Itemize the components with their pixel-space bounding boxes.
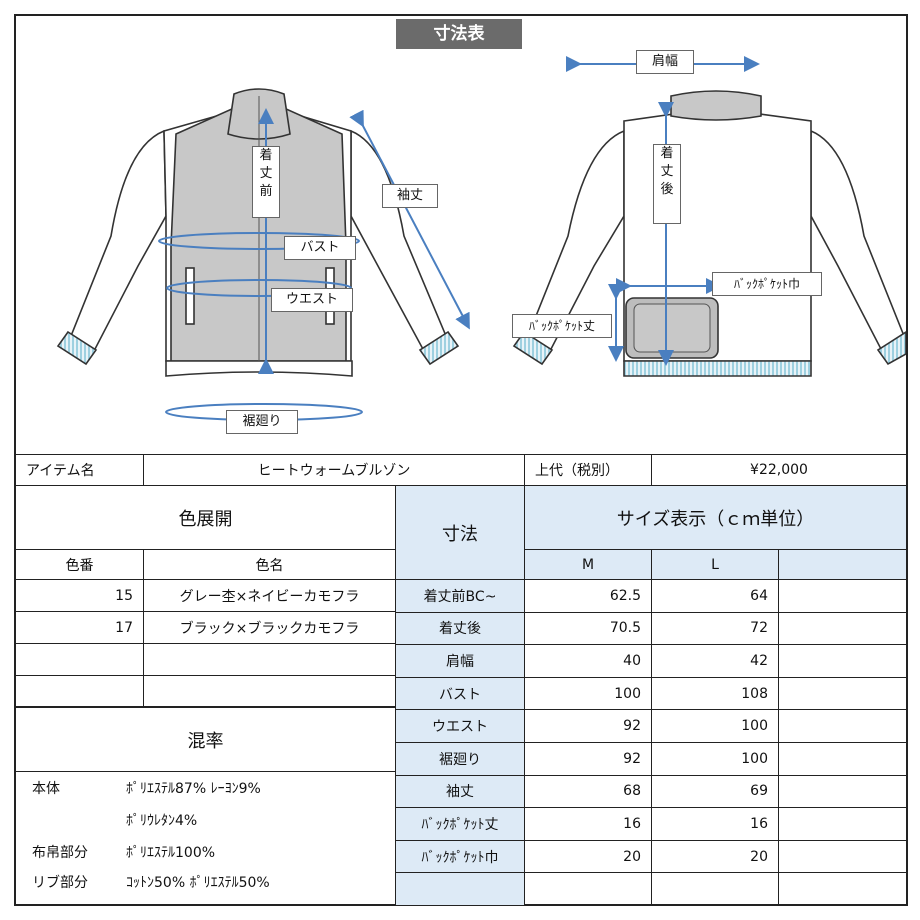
color-section-header: 色展開: [16, 486, 396, 550]
size-extra-header: [779, 550, 906, 580]
size-row-value: [779, 580, 906, 613]
hem-callout: 裾廻り: [226, 410, 298, 434]
price-value: ¥22,000: [652, 454, 906, 486]
size-row-value: [779, 776, 906, 809]
pocket-length-callout: ﾊﾞｯｸﾎﾟｹｯﾄ丈: [512, 314, 612, 338]
size-row-value: 100: [652, 710, 779, 743]
size-l-header: L: [652, 550, 779, 580]
length-front-char1: 着: [259, 148, 273, 163]
composition-list: 本体 ﾎﾟﾘｴｽﾃﾙ87% ﾚｰﾖﾝ9% ﾎﾟﾘｳﾚﾀﾝ4% 布帛部分 ﾎﾟﾘｴ…: [16, 772, 396, 906]
size-row-value: 62.5: [525, 580, 652, 613]
size-row-value: 69: [652, 775, 779, 809]
size-row-value: [779, 841, 906, 874]
size-row-value: [779, 808, 906, 841]
size-row-value: [779, 645, 906, 678]
size-row-value: 108: [652, 677, 779, 711]
size-row-label: 袖丈: [396, 775, 525, 809]
length-back-char2: 丈: [660, 164, 674, 179]
size-row-value: [779, 710, 906, 743]
size-row-value: [779, 743, 906, 776]
color-row-2-number: 17: [16, 612, 144, 644]
color-number-header: 色番: [16, 550, 144, 580]
color-name-header: 色名: [144, 550, 396, 580]
size-row-value: [779, 613, 906, 646]
color-row-1-number: 15: [16, 580, 144, 612]
garment-illustration: 寸法表 着 丈 前 袖丈 バスト ウエスト 裾廻り 肩幅 着 丈 後 ﾊﾞｯｸﾎ…: [16, 16, 906, 455]
size-row-value: 92: [525, 743, 652, 776]
size-row-label: バスト: [396, 677, 525, 711]
size-row-value: [779, 678, 906, 711]
page-title: 寸法表: [396, 19, 522, 49]
size-row-label: 着丈後: [396, 612, 525, 646]
front-right-cuff: [418, 330, 460, 366]
length-front-callout: 着 丈 前: [252, 146, 280, 218]
size-row-label: ﾊﾞｯｸﾎﾟｹｯﾄ巾: [396, 840, 525, 874]
size-row-value: [525, 873, 652, 906]
size-row-value: 20: [525, 840, 652, 874]
size-row-label: 肩幅: [396, 645, 525, 678]
length-back-char3: 後: [660, 182, 674, 197]
back-hem-band: [623, 360, 812, 377]
pocket-width-callout: ﾊﾞｯｸﾎﾟｹｯﾄ巾: [712, 272, 822, 296]
front-left-sleeve: [70, 129, 167, 353]
waist-callout: ウエスト: [271, 288, 353, 312]
size-row-label: 裾廻り: [396, 743, 525, 776]
item-name-label: アイテム名: [16, 454, 144, 486]
color-row-3-name: [144, 644, 396, 676]
size-row-value: 100: [652, 743, 779, 776]
composition-material-woven: ﾎﾟﾘｴｽﾃﾙ100%: [126, 845, 216, 861]
size-row-value: [779, 873, 906, 906]
size-row-value: 100: [525, 677, 652, 711]
size-row-label: [396, 873, 525, 906]
composition-material-rib: ｺｯﾄﾝ50% ﾎﾟﾘｴｽﾃﾙ50%: [126, 875, 270, 891]
composition-part-woven: 布帛部分: [32, 845, 88, 861]
back-collar: [670, 90, 762, 121]
composition-material-body-2: ﾎﾟﾘｳﾚﾀﾝ4%: [126, 813, 198, 829]
item-name-value: ヒートウォームブルゾン: [144, 454, 525, 486]
size-row-value: 64: [652, 580, 779, 613]
size-row-value: 16: [652, 808, 779, 841]
composition-header: 混率: [16, 708, 396, 772]
size-row-value: 42: [652, 645, 779, 678]
back-right-sleeve: [810, 129, 905, 353]
dimension-header: 寸法: [396, 486, 525, 580]
color-row-1-name: グレー杢×ネイビーカモフラ: [144, 580, 396, 612]
length-back-callout: 着 丈 後: [653, 144, 681, 224]
front-right-sleeve: [350, 129, 447, 353]
color-row-4-name: [144, 676, 396, 708]
composition-part-rib: リブ部分: [32, 875, 88, 891]
size-header: サイズ表示（ｃｍ単位）: [525, 486, 906, 550]
size-m-header: M: [525, 550, 652, 580]
color-row-2-name: ブラック×ブラックカモフラ: [144, 612, 396, 644]
size-row-value: 16: [525, 808, 652, 841]
color-row-3-number: [16, 644, 144, 676]
length-front-char2: 丈: [259, 166, 273, 181]
size-row-value: 72: [652, 612, 779, 646]
shoulder-callout: 肩幅: [636, 50, 694, 74]
front-left-cuff: [56, 330, 98, 366]
size-chart-sheet: 寸法表 着 丈 前 袖丈 バスト ウエスト 裾廻り 肩幅 着 丈 後 ﾊﾞｯｸﾎ…: [14, 14, 908, 906]
size-row-value: [652, 873, 779, 906]
length-front-char3: 前: [259, 184, 273, 199]
bust-callout: バスト: [284, 236, 356, 260]
jacket-drawings: [56, 56, 906, 421]
size-row-value: 70.5: [525, 612, 652, 646]
size-row-value: 40: [525, 645, 652, 678]
size-row-value: 92: [525, 710, 652, 743]
sleeve-callout: 袖丈: [382, 184, 438, 208]
size-row-label: 着丈前BC~: [396, 580, 525, 613]
composition-material-body-1: ﾎﾟﾘｴｽﾃﾙ87% ﾚｰﾖﾝ9%: [126, 781, 261, 797]
size-row-label: ﾊﾞｯｸﾎﾟｹｯﾄ丈: [396, 808, 525, 841]
size-row-value: 20: [652, 840, 779, 874]
length-back-char1: 着: [660, 146, 674, 161]
color-row-4-number: [16, 676, 144, 708]
front-hem-band: [165, 360, 353, 377]
size-row-label: ウエスト: [396, 710, 525, 743]
composition-part-body: 本体: [32, 781, 60, 797]
price-label: 上代（税別）: [525, 454, 652, 486]
size-row-value: 68: [525, 775, 652, 809]
